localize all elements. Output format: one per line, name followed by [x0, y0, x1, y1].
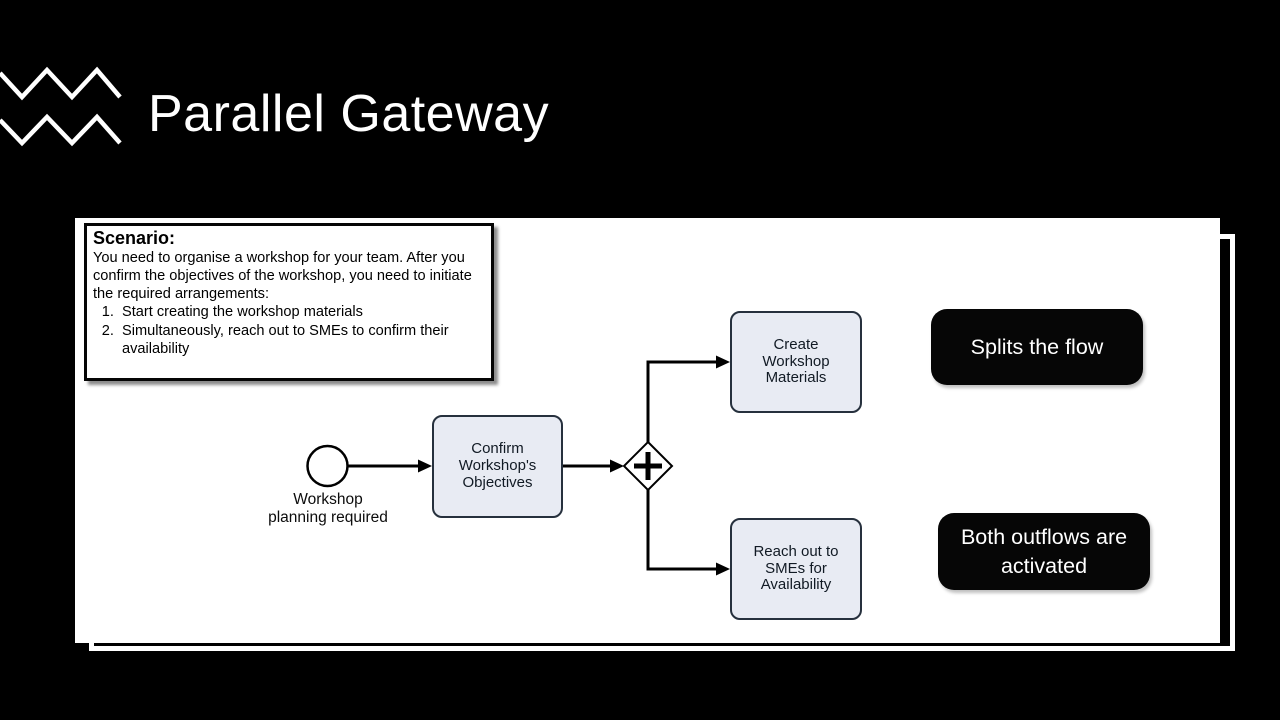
- task-create-workshop-materials: Create Workshop Materials: [730, 311, 862, 413]
- scenario-list-item: Simultaneously, reach out to SMEs to con…: [118, 322, 485, 358]
- start-event-label: Workshop planning required: [268, 491, 388, 526]
- callout-splits-the-flow: Splits the flow: [931, 309, 1143, 385]
- scenario-intro: You need to organise a workshop for your…: [93, 249, 472, 303]
- page-title: Parallel Gateway: [148, 85, 550, 143]
- callout-both-outflows-activated: Both outflows are activated: [938, 513, 1150, 590]
- zigzag-line-top: [0, 66, 122, 101]
- zigzag-line-bottom: [0, 113, 122, 147]
- scenario-box: Scenario: You need to organise a worksho…: [84, 223, 494, 381]
- scenario-list: Start creating the workshop materials Si…: [98, 303, 485, 358]
- task-reach-out-to-smes: Reach out to SMEs for Availability: [730, 518, 862, 620]
- scenario-list-item: Start creating the workshop materials: [118, 303, 485, 321]
- zigzag-logo-icon: [0, 66, 122, 147]
- task-confirm-workshop-objectives: Confirm Workshop's Objectives: [432, 415, 563, 518]
- scenario-heading: Scenario:: [93, 228, 176, 248]
